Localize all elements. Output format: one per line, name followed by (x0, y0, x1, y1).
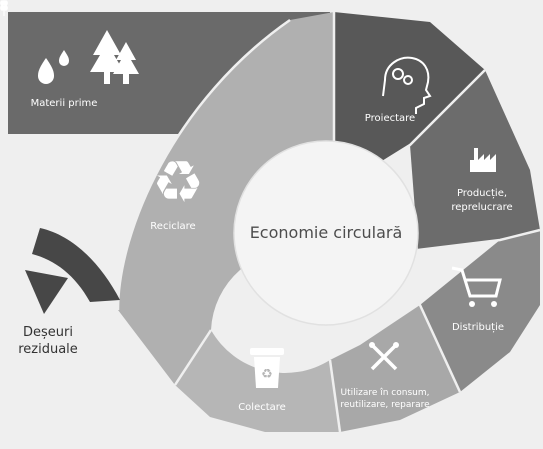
segment-production-label-line2: reprelucrare (451, 202, 512, 213)
tools-icon (369, 342, 399, 371)
segment-recycling (118, 12, 334, 385)
center-circle (233, 140, 419, 326)
center-label: Economie circulară (250, 223, 403, 242)
cycle-ring: Economie circulară Proiectare Producție,… (116, 12, 541, 433)
recycle-icon: ♻ (152, 148, 204, 216)
shopping-cart-icon (451, 266, 502, 307)
segment-production-label-line1: Producție, (457, 188, 507, 199)
raw-materials-label: Materii prime (31, 98, 98, 109)
head-gears-icon (382, 56, 432, 114)
segment-consumption-label-line2: reutilizare, reparare (340, 400, 430, 410)
segment-distribution-label: Distribuție (452, 322, 504, 333)
segment-collection-label: Colectare (238, 402, 286, 413)
residual-waste-label-line2: reziduale (18, 342, 78, 357)
wheat-icon (0, 0, 8, 16)
segment-design-label: Proiectare (365, 113, 415, 124)
residual-waste-arrow (25, 228, 120, 314)
recycle-bin-icon (250, 348, 284, 388)
pine-trees-icon (90, 30, 139, 84)
recycle-bin-symbol: ♻ (261, 367, 273, 382)
residual-waste-label-line1: Deșeuri (23, 325, 73, 340)
segment-recycling-label: Reciclare (150, 221, 195, 232)
water-drops-icon (38, 50, 69, 84)
segment-distribution (420, 230, 540, 392)
factory-icon (470, 148, 496, 172)
segment-design (334, 12, 485, 192)
segment-consumption-label-line1: Utilizare în consum, (340, 388, 429, 398)
